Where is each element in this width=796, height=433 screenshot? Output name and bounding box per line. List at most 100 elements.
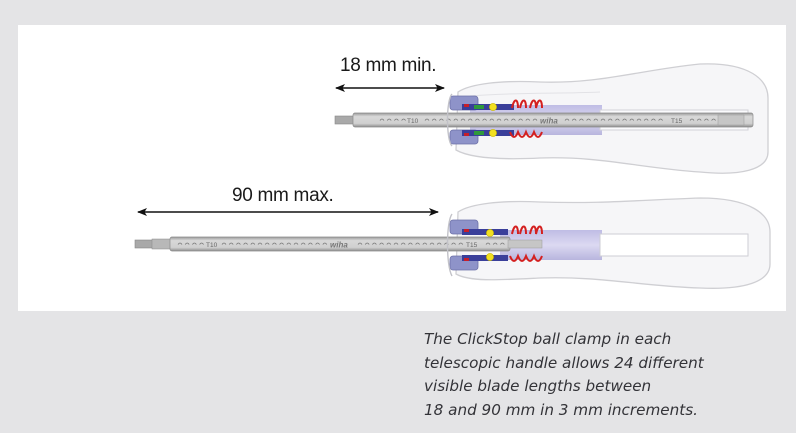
blade-hole-mark — [704, 118, 709, 121]
blade-end-cap — [717, 114, 745, 126]
blade-hole-mark — [394, 118, 399, 121]
blade-hole-mark — [629, 118, 635, 121]
blade-hole-mark — [228, 242, 234, 245]
telescopic-blade — [352, 112, 754, 128]
blade-hole-mark — [458, 242, 464, 245]
blade-hole-mark — [315, 242, 320, 245]
blade-hole-mark — [221, 242, 227, 245]
caption-line: 18 and 90 mm in 3 mm increments. — [424, 400, 698, 419]
blade-hole-mark — [485, 242, 491, 245]
blade-hole-mark — [532, 118, 538, 121]
bottom-screwdriver: T10 wiha T15 — [134, 197, 771, 289]
blade-hole-mark — [177, 242, 183, 245]
blade-hole-mark — [372, 242, 377, 245]
blade-hole-mark — [518, 118, 523, 121]
blade-hole-mark — [500, 242, 505, 245]
clamp-ball-icon — [486, 253, 494, 261]
caption-line: telescopic handle allows 24 different — [424, 353, 704, 372]
blade-hole-mark — [357, 242, 363, 245]
blade-hole-mark — [600, 118, 606, 121]
blade-hole-mark — [286, 242, 292, 245]
caption: The ClickStop ball clamp in each telesco… — [424, 328, 784, 422]
blade-hole-mark — [408, 242, 413, 245]
spring-icon — [511, 225, 543, 235]
blade-hole-mark — [586, 118, 591, 121]
clamp-ball-icon — [486, 229, 494, 237]
blade-hole-mark — [364, 242, 370, 245]
blade-hole-mark — [243, 242, 248, 245]
clickstop-clamp — [449, 219, 508, 271]
blade-hole-mark — [525, 118, 531, 121]
blade-hole-marks — [177, 242, 505, 245]
blade-end-cap — [507, 239, 543, 249]
bit-tip — [334, 115, 356, 125]
blade-hole-mark — [264, 242, 270, 245]
blade-hole-mark — [422, 242, 428, 245]
blade-mark-t10: T10 — [206, 242, 218, 249]
blade-hole-mark — [496, 118, 502, 121]
handle-collar-lip — [446, 213, 453, 277]
blade-hole-mark — [379, 118, 385, 121]
blade-hole-mark — [386, 118, 392, 121]
blade-hole-mark — [393, 242, 399, 245]
blade-mark-t15: T15 — [466, 242, 478, 249]
blade-hole-mark — [689, 118, 695, 121]
blade-hole-mark — [593, 118, 599, 121]
blade-hole-mark — [451, 242, 456, 245]
blade-hole-mark — [511, 118, 516, 121]
blade-hole-mark — [308, 242, 313, 245]
blade-hole-mark — [300, 242, 306, 245]
blade-hole-mark — [489, 118, 495, 121]
blade-hole-mark — [199, 242, 204, 245]
blade-hole-mark — [643, 118, 649, 121]
blade-hole-mark — [696, 118, 702, 121]
blade-mark-t15: T15 — [671, 118, 683, 125]
blade-hole-mark — [467, 118, 473, 121]
max-length-label: 90 mm max. — [232, 185, 334, 206]
top-screwdriver: T10 wiha T15 — [334, 63, 769, 174]
spring-icon — [509, 129, 543, 138]
blade-hole-mark — [293, 242, 299, 245]
blade-hole-mark — [579, 118, 584, 121]
blade-hole-mark — [272, 242, 277, 245]
blade-hole-mark — [322, 242, 328, 245]
clamp-ball-icon — [489, 129, 497, 137]
blade-hole-mark — [607, 118, 613, 121]
blade-hole-mark — [651, 118, 656, 121]
blade-hole-mark — [571, 118, 577, 121]
blade-hole-mark — [453, 118, 459, 121]
blade-hole-mark — [475, 118, 480, 121]
blade-hole-mark — [615, 118, 620, 121]
spring-icon — [509, 253, 543, 262]
blade-hole-mark — [439, 118, 444, 121]
clickstop-clamp — [449, 95, 514, 145]
blade-hole-mark — [711, 118, 716, 121]
handle-collar-lip — [446, 93, 453, 147]
blade-hole-mark — [636, 118, 642, 121]
blade-hole-mark — [492, 242, 498, 245]
blade-hole-mark — [400, 242, 406, 245]
blade-mark-brand: wiha — [330, 241, 348, 250]
caption-line: visible blade lengths between — [424, 377, 652, 395]
handle-bore — [599, 233, 749, 257]
blade-hole-mark — [250, 242, 256, 245]
blade-hole-mark — [436, 242, 442, 245]
clamp-ball-icon — [489, 103, 497, 111]
caption-line: The ClickStop ball clamp in each — [424, 330, 672, 348]
blade-hole-mark — [386, 242, 392, 245]
spring-icon — [511, 99, 543, 109]
handle-inner-line — [469, 91, 601, 97]
blade-hole-mark — [279, 242, 284, 245]
blade-hole-mark — [236, 242, 241, 245]
blade-hole-mark — [431, 118, 437, 121]
blade-mark-t10: T10 — [407, 118, 419, 125]
blade-hole-mark — [503, 118, 509, 121]
blade-hole-mark — [658, 118, 663, 121]
blade-hole-mark — [424, 118, 430, 121]
blade-hole-mark — [482, 118, 487, 121]
blade-hole-mark — [184, 242, 190, 245]
blade-hole-mark — [257, 242, 263, 245]
blade-hole-mark — [192, 242, 197, 245]
blade-hole-mark — [429, 242, 435, 245]
